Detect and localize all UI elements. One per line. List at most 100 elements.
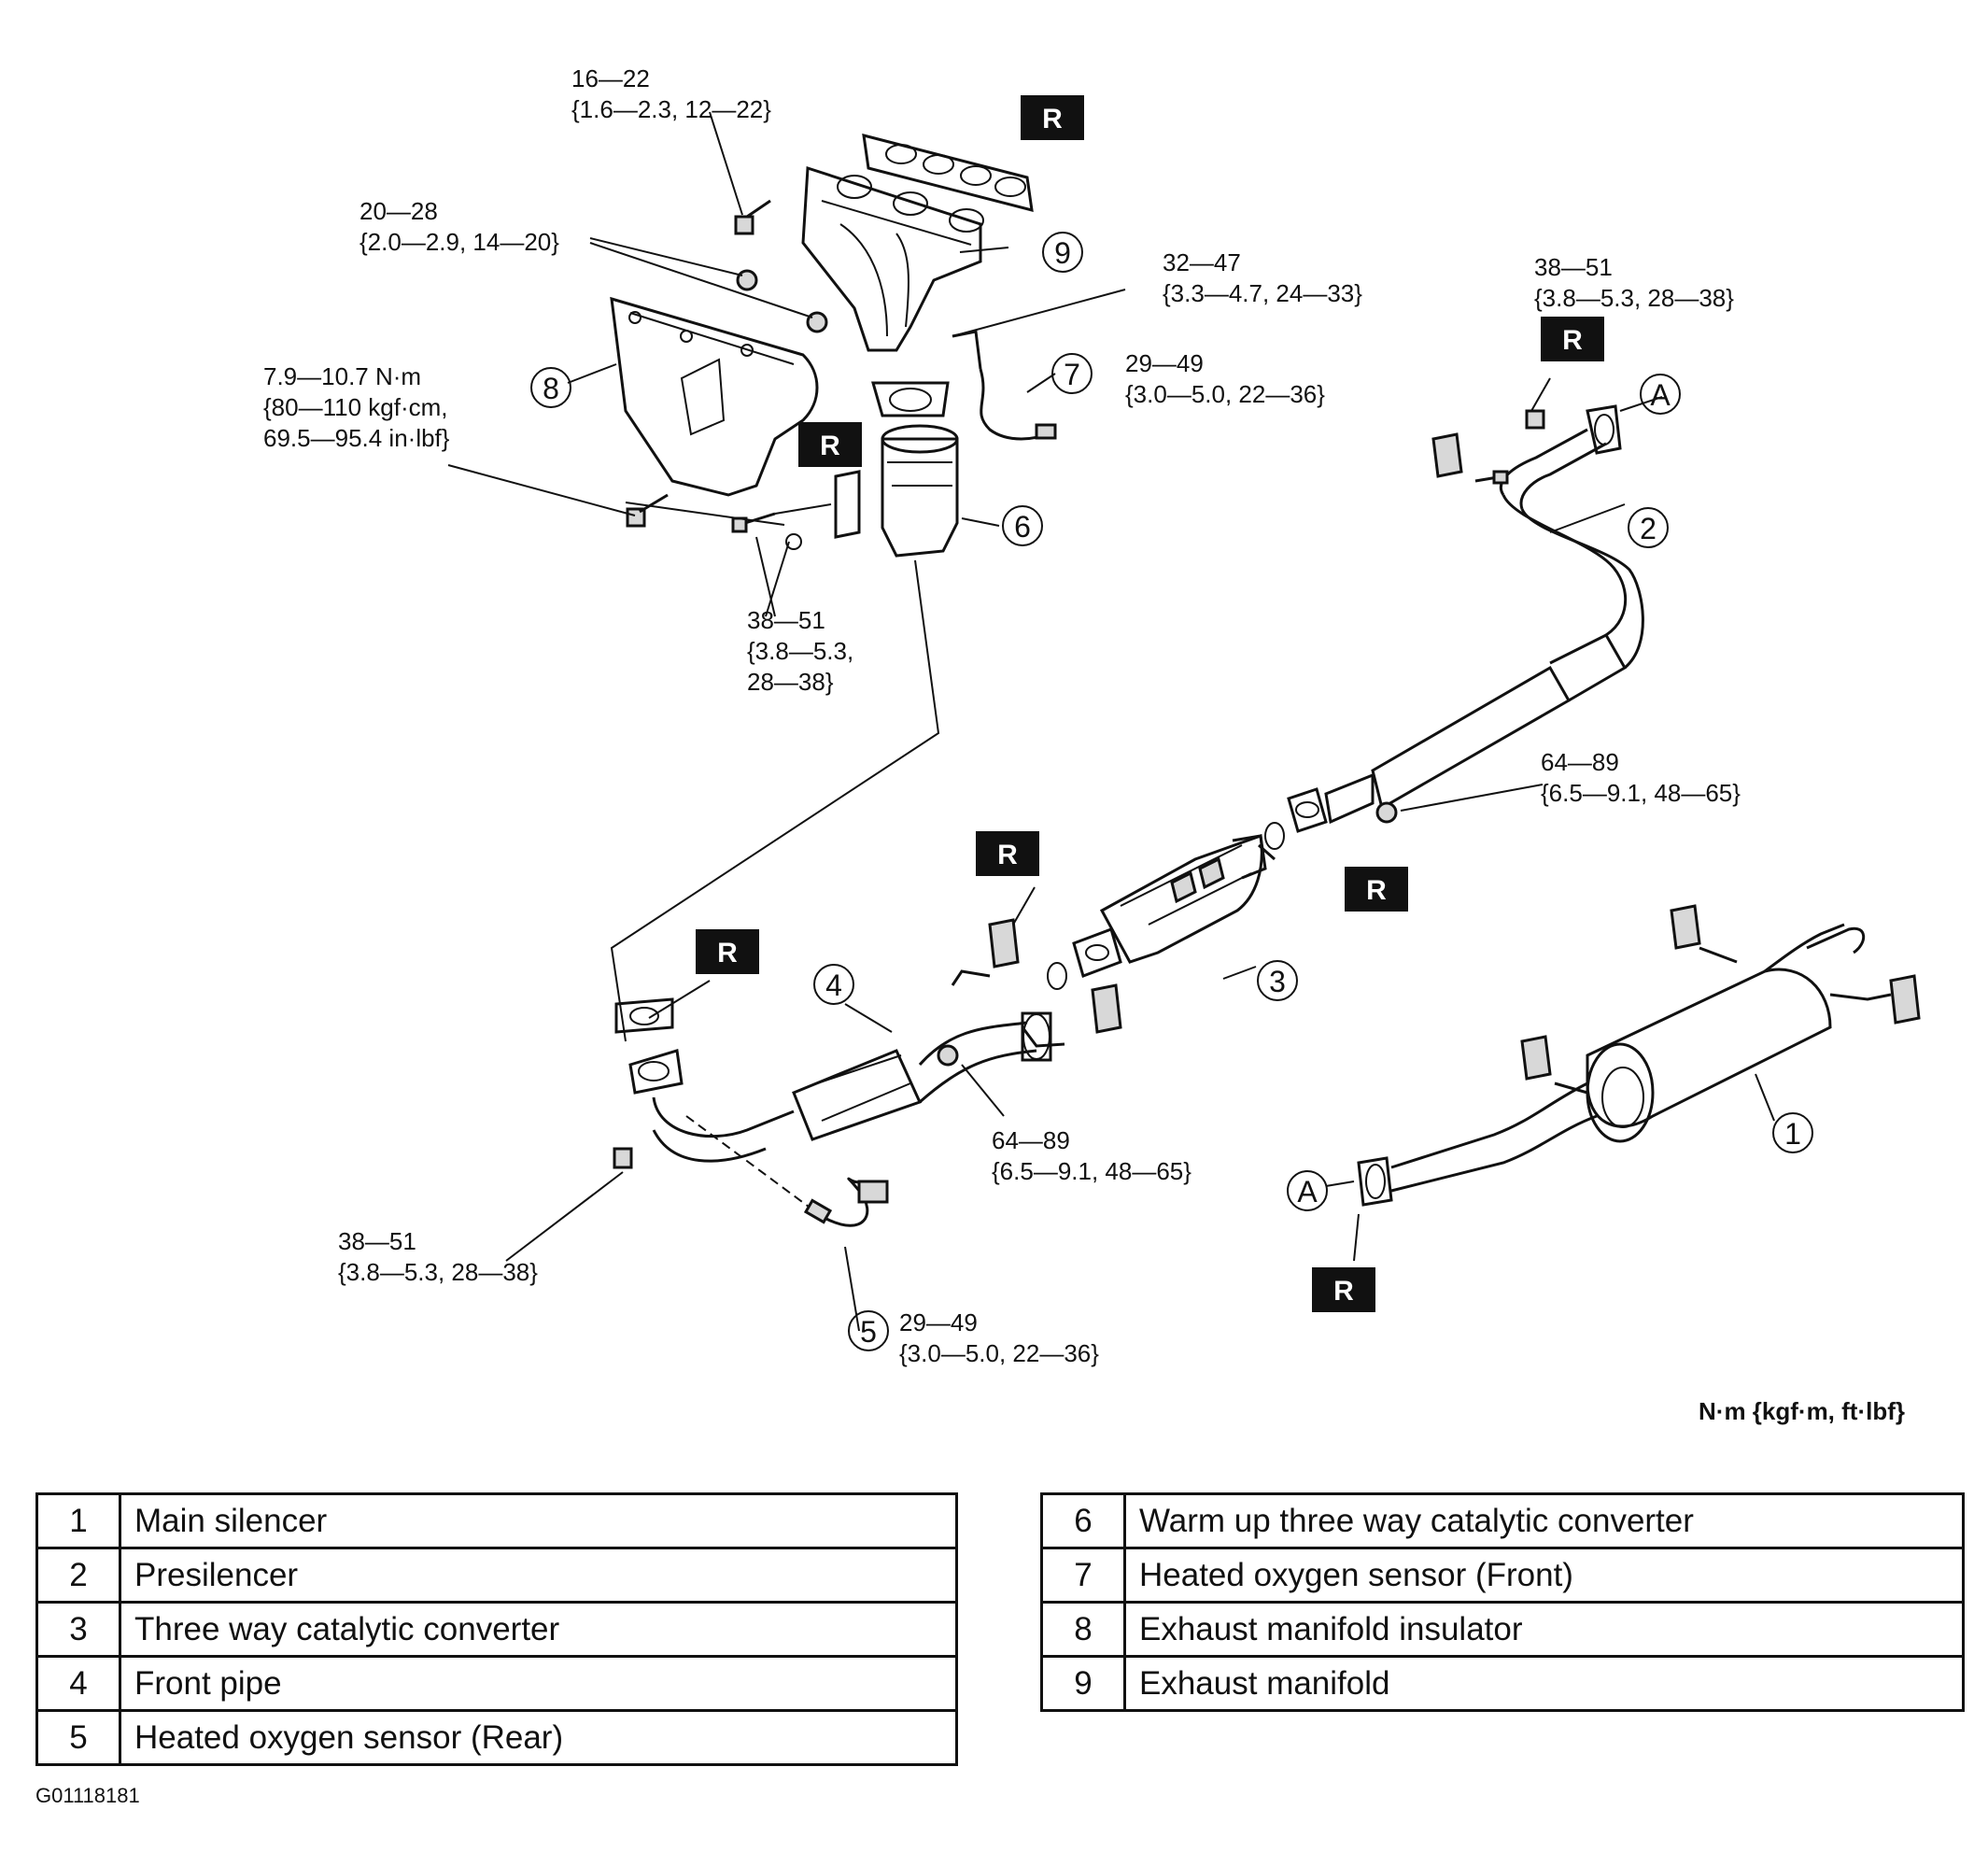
torque-label-7-9-10-7-inlbf: 69.5—95.4 in·lbf} — [263, 424, 450, 452]
svg-text:2: 2 — [1640, 512, 1657, 545]
leader-line — [610, 559, 940, 1042]
manifold-bolt — [734, 199, 771, 235]
svg-text:R: R — [1042, 104, 1063, 134]
torque-label-16-22: 16—22 — [571, 64, 650, 92]
svg-text:5: 5 — [860, 1315, 877, 1349]
legend-part-name: Heated oxygen sensor (Front) — [1123, 1547, 1965, 1604]
legend-part-number: 8 — [1040, 1601, 1126, 1658]
callout-3: 3 — [1257, 960, 1298, 1001]
callout-4: 4 — [813, 964, 854, 1005]
svg-text:3: 3 — [1269, 965, 1286, 998]
legend-part-name: Exhaust manifold insulator — [1123, 1601, 1965, 1658]
heated-oxygen-sensor-rear — [685, 1115, 889, 1227]
callout-7: 7 — [1051, 353, 1093, 394]
legend-part-number: 9 — [1040, 1655, 1126, 1712]
legend-part-number: 3 — [35, 1601, 121, 1658]
svg-text:6: 6 — [1014, 510, 1031, 544]
torque-label-38-51-front-pipe: 38—51 — [338, 1227, 416, 1255]
callout-a-silencer: A — [1287, 1170, 1328, 1211]
replace-badge-manifold-gasket: R — [1021, 95, 1084, 140]
torque-label-38-51-front-pipe-detail: {3.8—5.3, 28—38} — [338, 1258, 538, 1286]
svg-text:R: R — [820, 431, 840, 461]
replace-badge-converter-rear: R — [1345, 867, 1408, 912]
callout-a-presilencer: A — [1640, 374, 1681, 415]
torque-label-20-28-detail: {2.0—2.9, 14—20} — [360, 228, 559, 256]
leader-lines — [447, 111, 1775, 1332]
legend-part-name: Warm up three way catalytic converter — [1123, 1492, 1965, 1549]
manifold-nut — [736, 269, 828, 333]
callout-2: 2 — [1628, 507, 1669, 548]
hanger-wire — [951, 969, 1065, 1048]
presilencer — [1287, 404, 1644, 833]
three-way-catalytic-converter — [1072, 833, 1276, 978]
presilencer-bolt — [1525, 409, 1545, 430]
bracket — [731, 470, 861, 550]
svg-text:R: R — [717, 938, 738, 968]
legend-part-name: Front pipe — [119, 1655, 958, 1712]
torque-label-64-89-presilencer: 64—89 — [1541, 748, 1619, 776]
replace-badge-converter-front: R — [976, 831, 1039, 876]
callout-9: 9 — [1042, 232, 1083, 273]
presilencer-nut — [1375, 801, 1398, 824]
legend-part-name: Exhaust manifold — [1123, 1655, 1965, 1712]
torque-label-29-49-rear-detail: {3.0—5.0, 22—36} — [899, 1339, 1099, 1367]
torque-label-38-51-bracket: 38—51 — [747, 606, 825, 634]
legend-part-number: 1 — [35, 1492, 121, 1549]
torque-label-32-47-detail: {3.3—4.7, 24—33} — [1163, 279, 1362, 307]
legend-part-number: 6 — [1040, 1492, 1126, 1549]
figure-id: G01118181 — [35, 1784, 140, 1807]
legend-part-number: 7 — [1040, 1547, 1126, 1604]
legend-part-name: Main silencer — [119, 1492, 958, 1549]
torque-label-38-51-presilencer: 38—51 — [1534, 253, 1613, 281]
front-pipe-bolt — [613, 1147, 633, 1169]
heated-oxygen-sensor-front — [952, 330, 1057, 441]
svg-text:R: R — [997, 840, 1018, 870]
main-silencer-hanger — [1520, 904, 1921, 1095]
svg-text:9: 9 — [1054, 236, 1071, 270]
svg-text:7: 7 — [1064, 358, 1080, 391]
gasket-ring — [1047, 822, 1285, 990]
torque-label-29-49-front: 29—49 — [1125, 349, 1204, 377]
svg-text:R: R — [1562, 325, 1583, 356]
svg-text:1: 1 — [1784, 1117, 1801, 1151]
torque-label-16-22-detail: {1.6—2.3, 12—22} — [571, 95, 771, 123]
torque-label-20-28: 20—28 — [360, 197, 438, 225]
replace-badge-main-silencer: R — [1312, 1267, 1375, 1312]
warm-up-catalytic-converter — [871, 381, 959, 558]
callout-1: 1 — [1772, 1112, 1813, 1153]
torque-label-29-49-rear: 29—49 — [899, 1308, 978, 1336]
exhaust-manifold-insulator — [610, 296, 819, 497]
legend-part-number: 4 — [35, 1655, 121, 1712]
replace-badge-warm-up-gasket: R — [798, 422, 862, 467]
legend-part-number: 2 — [35, 1547, 121, 1604]
front-pipe — [614, 997, 1052, 1163]
torque-label-32-47: 32—47 — [1163, 248, 1241, 276]
callout-8: 8 — [530, 367, 571, 408]
torque-label-38-51-bracket-kgf: {3.8—5.3, — [747, 637, 853, 665]
replace-badge-front-pipe: R — [696, 929, 759, 974]
callout-5: 5 — [848, 1310, 889, 1351]
front-pipe-nut — [937, 1044, 959, 1067]
torque-label-64-89-presilencer-detail: {6.5—9.1, 48—65} — [1541, 779, 1741, 807]
legend-part-number: 5 — [35, 1709, 121, 1766]
torque-label-38-51-bracket-ftlbf: 28—38} — [747, 668, 834, 696]
torque-label-38-51-presilencer-detail: {3.8—5.3, 28—38} — [1534, 284, 1734, 312]
svg-text:8: 8 — [543, 372, 559, 405]
svg-text:A: A — [1297, 1175, 1318, 1209]
replace-badge-presilencer: R — [1541, 317, 1604, 361]
callout-6: 6 — [1002, 505, 1043, 546]
svg-text:A: A — [1650, 378, 1671, 412]
torque-label-64-89-front-pipe-detail: {6.5—9.1, 48—65} — [992, 1157, 1191, 1185]
